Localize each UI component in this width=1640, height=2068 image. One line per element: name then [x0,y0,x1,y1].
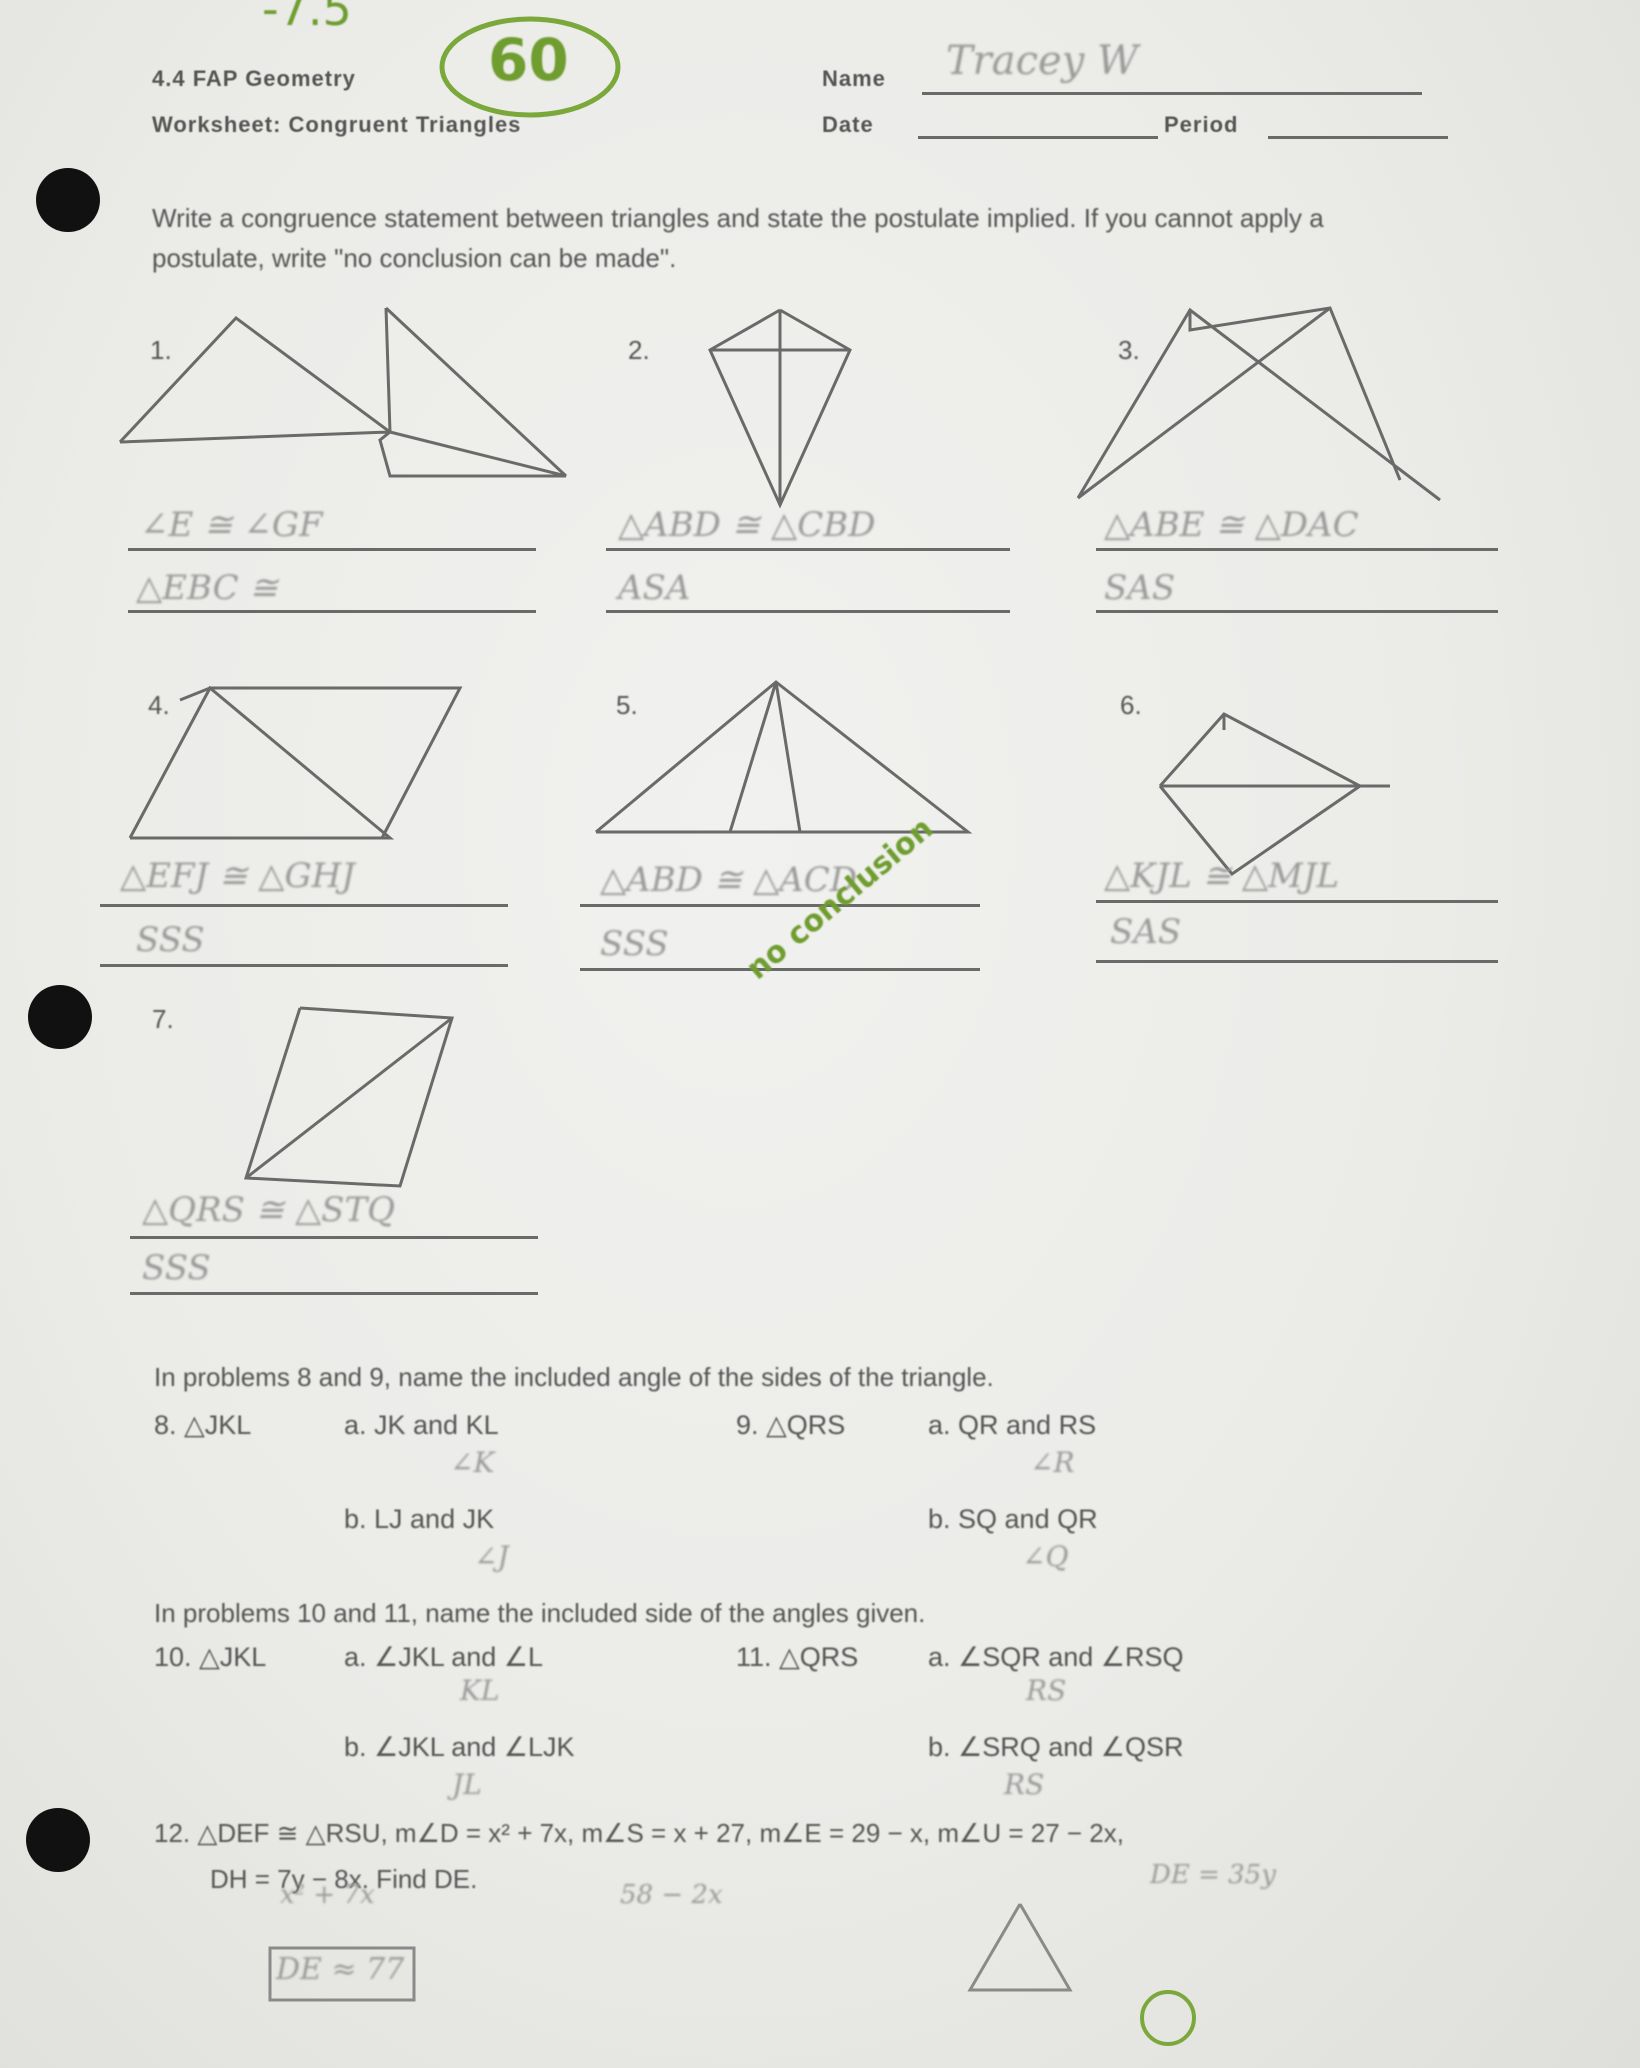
answer-2a: △ABD ≅ △CBD [618,505,876,545]
answer-line [1096,548,1498,551]
q9a-answer: ∠R [1030,1446,1075,1479]
answer-line [606,610,1010,613]
binder-hole-bottom [26,1808,90,1872]
answer-6a: △KJL ≅ △MJL [1104,856,1340,896]
q12-work-2: 58 − 2x [620,1880,723,1910]
q9b: b. SQ and QR [928,1504,1098,1534]
problem-3-figure [1076,306,1441,502]
period-line [1268,136,1448,139]
problem-5-figure [595,680,973,834]
q8a: a. JK and KL [344,1410,499,1440]
problem-number: 4. [148,690,170,720]
answer-line [580,968,980,971]
q8b: b. LJ and JK [344,1504,495,1534]
q10-label: 10. △JKL [154,1642,267,1672]
problem-number: 3. [1118,335,1140,365]
problem-number: 1. [150,335,172,365]
q9a: a. QR and RS [928,1410,1097,1440]
answer-7a: △QRS ≅ △STQ [142,1190,396,1230]
green-smiley-mark [1140,1990,1196,2046]
answer-line [1096,900,1498,903]
problem-6-figure [1158,712,1390,877]
name-label: Name [822,66,886,91]
answer-5a: △ABD ≅ △ACD [600,860,858,900]
date-line [918,136,1158,139]
q11-label: 11. △QRS [736,1642,859,1672]
q11b: b. ∠SRQ and ∠QSR [928,1732,1184,1762]
answer-1a: ∠E ≅ ∠GF [140,505,323,545]
included-angle-instructions: In problems 8 and 9, name the included a… [154,1362,994,1392]
q10a: a. ∠JKL and ∠L [344,1642,544,1672]
q12-work-3: DE = 35y [1150,1860,1276,1890]
q10b-answer: JL [452,1768,482,1801]
period-label: Period [1164,112,1239,137]
problem-2-figure [708,308,852,509]
problem-number: 5. [616,690,638,720]
date-label: Date [822,112,874,137]
answer-line [580,904,980,907]
q8-label: 8. △JKL [154,1410,252,1440]
q12-answer: DE ≈ 77 [276,1952,405,1987]
q12-line1: 12. △DEF ≅ △RSU, m∠D = x² + 7x, m∠S = x … [154,1818,1124,1848]
answer-line [130,1292,538,1295]
q11a: a. ∠SQR and ∠RSQ [928,1642,1184,1672]
q10b: b. ∠JKL and ∠LJK [344,1732,575,1762]
answer-5b: SSS [600,924,669,964]
problem-number: 7. [152,1004,174,1034]
instructions: Write a congruence statement between tri… [152,203,1324,273]
answer-2b: ASA [618,568,691,608]
answer-line [1096,610,1498,613]
q12-work-1: x² + 7x [280,1880,375,1910]
course-title: 4.4 FAP Geometry [152,66,356,91]
q9b-answer: ∠Q [1022,1540,1069,1573]
answer-3b: SAS [1104,568,1176,608]
name-value: Tracey W [946,38,1139,84]
answer-4a: △EFJ ≅ △GHJ [120,856,355,896]
answer-line [100,904,508,907]
q11a-answer: RS [1026,1674,1067,1707]
answer-1b: △EBC ≅ [136,568,278,608]
q8b-answer: ∠J [474,1540,509,1573]
name-line [922,92,1422,95]
answer-line [100,964,508,967]
answer-4b: SSS [136,920,205,960]
q8a-answer: ∠K [450,1446,495,1479]
q9-label: 9. △QRS [736,1410,846,1440]
problem-number: 6. [1120,690,1142,720]
answer-line [130,1236,538,1239]
answer-3a: △ABE ≅ △DAC [1104,505,1359,545]
score-value: 60 [488,26,569,94]
problem-7-figure [243,1006,454,1188]
problem-number: 2. [628,335,650,365]
q11b-answer: RS [1004,1768,1045,1801]
worksheet-title: Worksheet: Congruent Triangles [152,112,522,137]
answer-6b: SAS [1110,912,1182,952]
answer-line [128,610,536,613]
answer-line [1096,960,1498,963]
q12-answer-box [268,1946,416,2002]
binder-hole-middle [28,985,92,1049]
problem-4-figure [128,685,463,840]
q12-line2: DH = 7y − 8x. Find DE. [210,1864,478,1894]
answer-line [606,548,1010,551]
score-circle [439,16,621,118]
problem-1-figure [118,306,568,478]
included-side-instructions: In problems 10 and 11, name the included… [154,1598,926,1628]
q12-sketch-triangle [967,1903,1073,1992]
answer-7b: SSS [142,1248,211,1288]
q10a-answer: KL [460,1674,500,1707]
answer-line [128,548,536,551]
grade-mark: -7.5 [262,0,352,36]
binder-hole-top [36,168,100,232]
